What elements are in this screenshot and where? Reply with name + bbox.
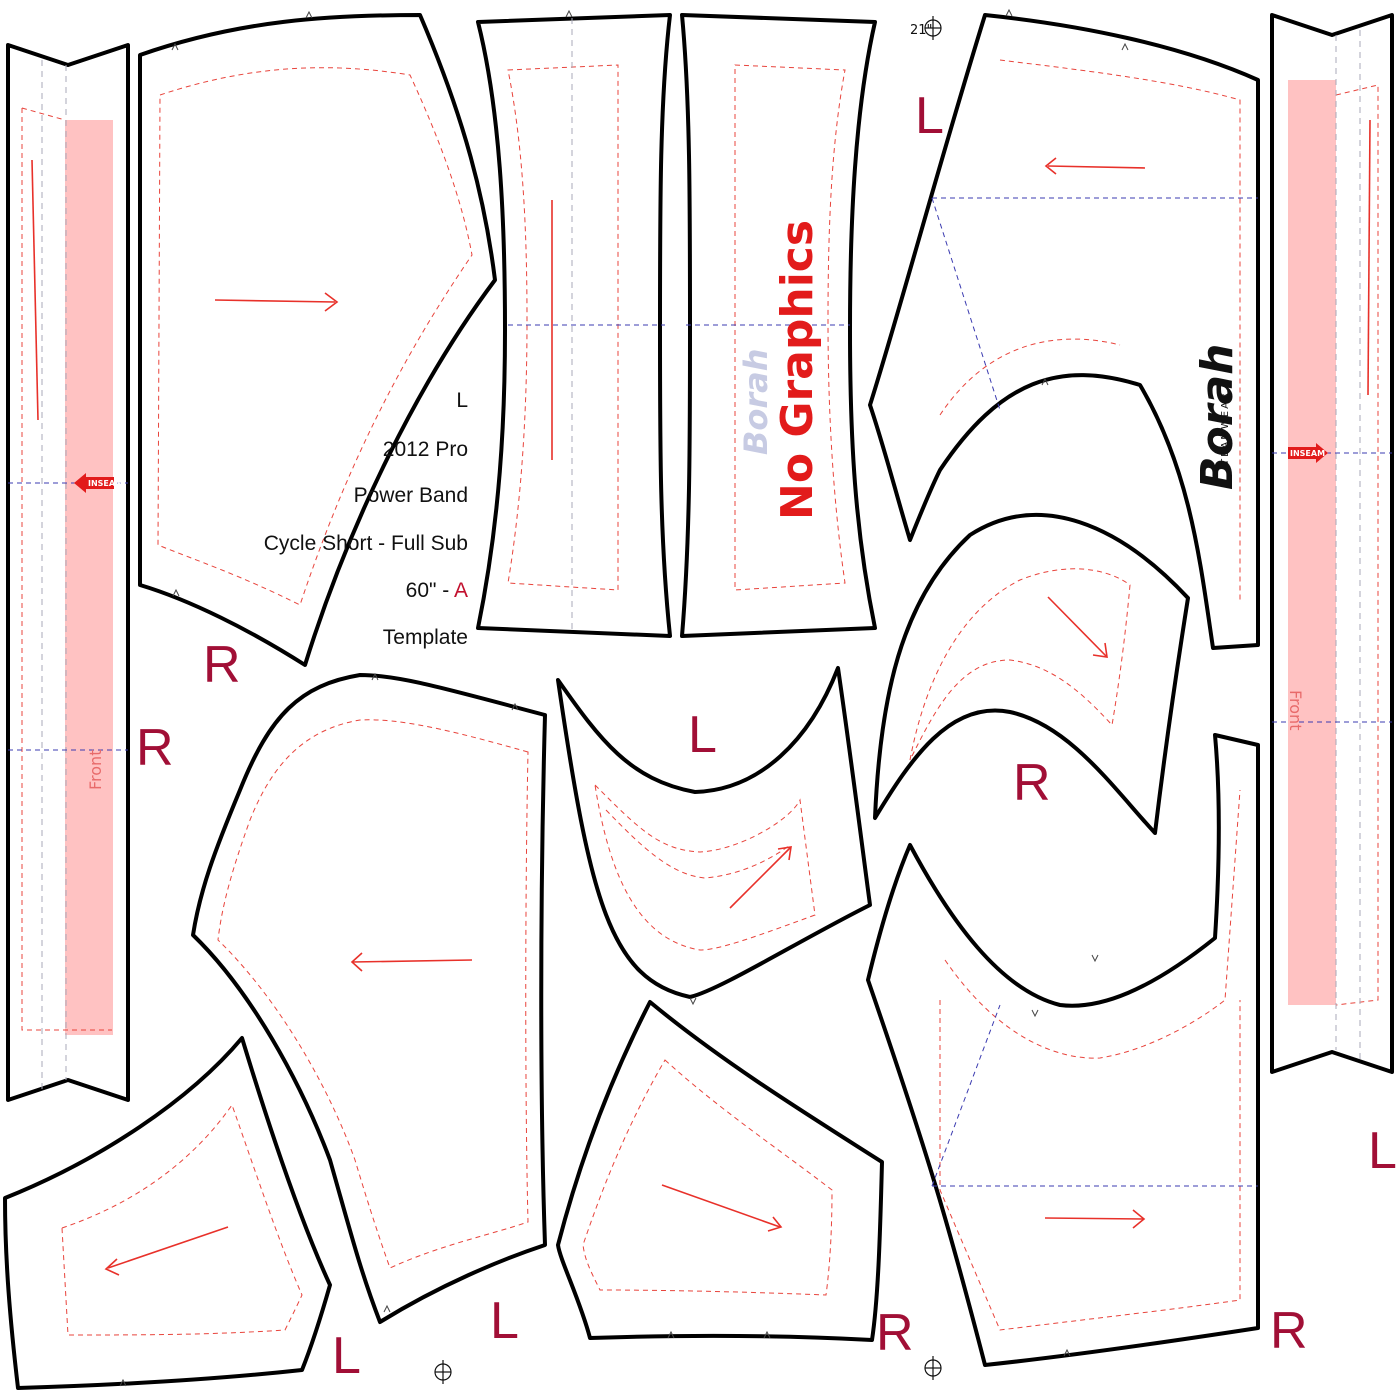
length-variant: A: [454, 579, 468, 602]
front-panel-lower-left: [191, 673, 547, 1324]
title-line-description: Cycle Short - Full Sub: [264, 532, 468, 555]
size-marker-right-edge: L: [1368, 1122, 1397, 1180]
size-marker-crotch-right: R: [1013, 754, 1051, 812]
side-panel-right-strip: Borah No Graphics: [680, 13, 877, 638]
title-line-year: 2012 Pro: [383, 438, 468, 461]
size-marker-front-upper-left: R: [203, 636, 241, 694]
back-panel-lower-right: [866, 733, 1260, 1367]
gusset-piece-middle: [556, 666, 872, 999]
waistband-piece-left: INSEAM Front: [6, 43, 130, 1102]
size-marker-left-band: R: [136, 719, 174, 777]
gusset-piece-right: [873, 512, 1190, 835]
waistband-piece-right: INSEAM Front: [1270, 13, 1394, 1074]
brand-logo-vertical: Borah TEAMWEAR: [1192, 344, 1243, 490]
brand-logo-name: Borah: [1192, 344, 1243, 490]
title-line-template: Template: [383, 626, 468, 649]
registration-crosshair-icon-bottom-left: [434, 1360, 452, 1384]
no-graphics-label: No Graphics: [772, 220, 823, 520]
title-line-size: L: [456, 389, 468, 412]
inseam-label: INSEAM: [88, 479, 123, 488]
brand-logo-tagline: TEAMWEAR: [1220, 391, 1231, 466]
length-value: 60": [406, 579, 437, 602]
size-marker-bottom-left-large: L: [490, 1292, 519, 1350]
inseam-arrow-icon: INSEAM: [74, 473, 123, 493]
size-marker-bottom-left-small: L: [332, 1327, 361, 1385]
title-line-length: 60" - A: [406, 579, 468, 602]
side-insert-lower-left: [3, 1036, 332, 1390]
front-label-right: Front: [1286, 690, 1305, 730]
back-panel-upper-right: Borah TEAMWEAR: [868, 13, 1260, 650]
title-block: L 2012 Pro Power Band Cycle Short - Full…: [264, 389, 468, 649]
size-marker-bottom-right: R: [1270, 1302, 1308, 1360]
size-marker-bottom-middle: R: [876, 1304, 914, 1362]
front-label: Front: [86, 750, 105, 790]
size-marker-side-panel-top: L: [915, 87, 944, 145]
inseam-label-right: INSEAM: [1290, 449, 1325, 458]
front-panel-upper-left: [138, 13, 497, 667]
registration-crosshair-icon-bottom-middle: [924, 1356, 942, 1380]
side-insert-lower-middle: [556, 1000, 884, 1342]
notch-mark-icon: [119, 8, 1129, 1387]
registration-crosshair-icon: [924, 16, 942, 40]
title-line-product: Power Band: [354, 484, 468, 507]
inseam-arrow-icon-right: INSEAM: [1288, 443, 1328, 463]
length-separator: -: [436, 579, 454, 602]
faint-brand-logo: Borah: [737, 348, 775, 455]
measurement-mark: 21": [910, 23, 933, 38]
size-marker-crotch-middle: L: [688, 706, 717, 764]
side-panel-left-strip: [476, 13, 672, 638]
